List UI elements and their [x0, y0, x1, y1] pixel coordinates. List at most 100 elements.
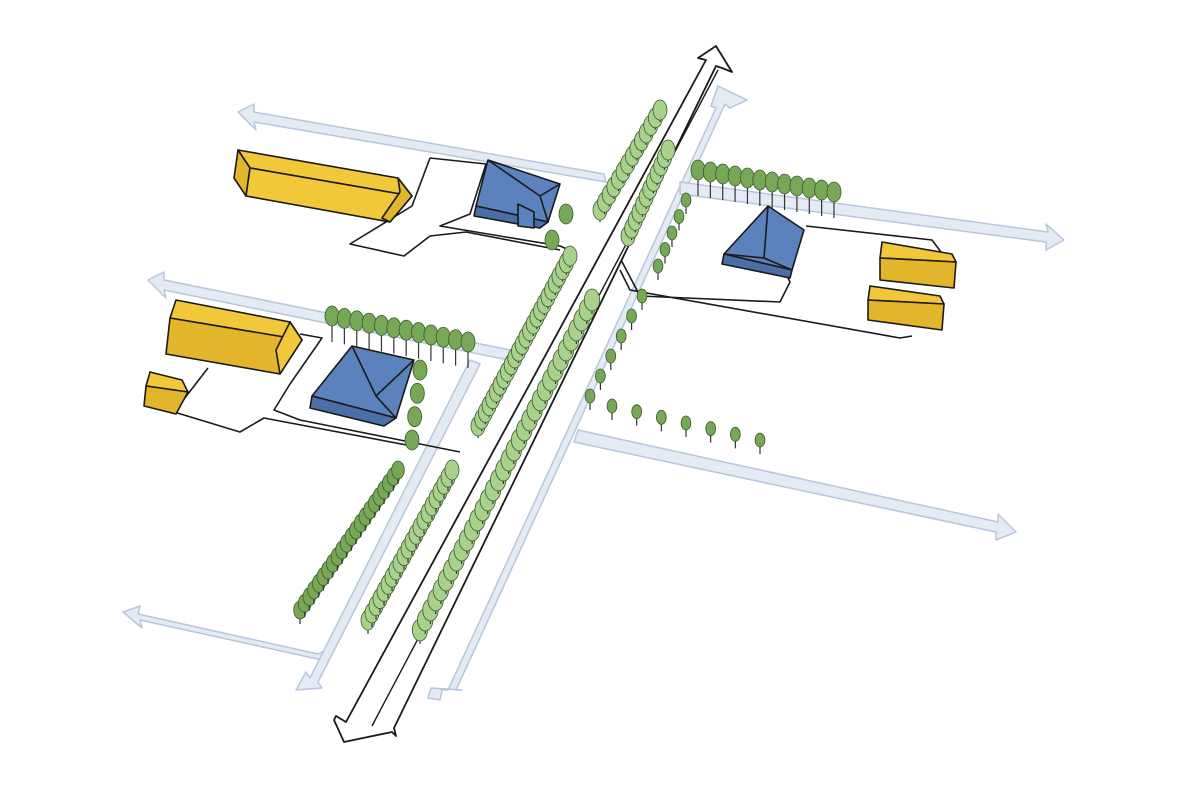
tree-cluster-west-house-1-canopy	[409, 382, 425, 404]
hedge-east-6-canopy	[764, 171, 780, 193]
hedge-east-2	[715, 163, 731, 200]
tree-cluster-west-house-2	[407, 406, 423, 428]
site-outlines	[173, 157, 945, 453]
tree-row-north-east-11-canopy	[660, 139, 676, 161]
tree-row-east-branch-4-canopy	[705, 421, 716, 437]
hedge-east-1	[702, 161, 718, 198]
tree-cluster-northwest-house-0-canopy	[558, 203, 574, 225]
axis-arrow-east-lower	[573, 429, 1017, 541]
house-east	[721, 205, 805, 279]
hedge-east-10-canopy	[814, 179, 830, 201]
barn-east-lower-front	[867, 299, 945, 331]
tree-row-east-upper-4-canopy	[680, 192, 692, 208]
houses	[309, 159, 805, 427]
hedge-east-5	[752, 169, 768, 206]
tree-row-east-branch-0	[606, 398, 618, 420]
house-west	[309, 345, 415, 427]
tree-row-east-road-0-canopy	[584, 388, 596, 404]
tree-row-east-road-3	[615, 328, 627, 350]
tree-row-east-road-4-canopy	[626, 308, 637, 324]
house-east-wall	[721, 253, 793, 279]
house-northwest	[473, 159, 561, 229]
tree-row-east-upper-1	[659, 242, 671, 264]
hedge-east-0-canopy	[690, 159, 706, 181]
axis-arrow-east-upper	[679, 181, 1065, 251]
hedge-east-2-canopy	[715, 163, 731, 185]
tree-row-east-upper-2	[666, 225, 678, 247]
hedge-east-4-canopy	[740, 167, 755, 189]
tree-row-west-21	[444, 459, 460, 484]
house-east-ridge	[723, 205, 793, 271]
hedge-west-0-canopy	[324, 305, 340, 327]
hedge-east-9	[801, 177, 817, 214]
tree-cluster-west-house-3	[404, 429, 420, 451]
tree-row-mid-west-25-canopy	[562, 245, 578, 267]
hedge-east-8	[789, 175, 805, 212]
house-northwest-porch	[517, 203, 535, 229]
hedge-east-3	[727, 165, 743, 202]
hedge-east-3-canopy	[727, 165, 743, 187]
axis-arrow-west-street-down	[295, 359, 481, 691]
tree-row-east-road-0	[584, 388, 596, 410]
tree-row-east-road-1-canopy	[595, 368, 606, 384]
tree-row-east-road-1	[595, 368, 606, 390]
axis-arrow-northwest-upper	[237, 103, 607, 183]
barn-northwest-end	[381, 177, 413, 223]
hedge-east-7-canopy	[777, 173, 792, 195]
parcel-outline-northwest	[349, 157, 575, 257]
hedge-west-11-canopy	[460, 331, 476, 353]
barn-northwest	[233, 149, 413, 223]
barn-west-small-front	[143, 385, 189, 415]
tree-row-east-upper-1-canopy	[659, 242, 671, 257]
tree-row-east-branch-2	[656, 409, 667, 432]
hedge-west-10-canopy	[448, 329, 464, 351]
hedge-east-6	[764, 171, 780, 208]
hedge-west-9-canopy	[435, 326, 451, 348]
hedge-east-7	[777, 173, 792, 210]
tree-cluster-west-house-3-canopy	[404, 429, 420, 451]
hedge-west-6-canopy	[398, 319, 414, 341]
hedge-west-5-canopy	[386, 317, 402, 339]
hedge-west-11	[460, 331, 476, 368]
tree-row-far-west-21-canopy	[391, 460, 405, 480]
tree-row-mid-west-25	[562, 245, 578, 268]
house-west-ridge	[351, 345, 415, 419]
tree-cluster-northwest-house-1	[544, 229, 560, 251]
hedge-east-4	[740, 167, 755, 204]
tree-row-east-branch-0-canopy	[606, 398, 618, 414]
tree-row-east-road-3-canopy	[615, 328, 627, 344]
tree-row-east-upper-0-canopy	[652, 258, 664, 274]
barn-east-upper-front	[879, 257, 957, 289]
barn-west-small	[143, 371, 189, 415]
tree-row-east-upper-3	[673, 209, 685, 231]
tree-row-east-branch-4	[705, 421, 716, 443]
hedge-east-9-canopy	[801, 177, 817, 199]
hedge-west-1	[336, 307, 352, 345]
tree-row-main-west-33-canopy	[583, 288, 601, 312]
tree-row-east-road-4	[626, 308, 637, 330]
tree-row-main-west-33	[583, 288, 601, 314]
tree-row-east-branch-2-canopy	[656, 409, 667, 425]
tree-row-west-21-canopy	[444, 459, 460, 481]
hedge-west-1-canopy	[336, 307, 352, 329]
tree-row-east-branch-5	[730, 426, 741, 449]
hedge-west-0	[324, 305, 340, 342]
tree-cluster-west-house-1	[409, 382, 425, 404]
tree-row-east-branch-6-canopy	[754, 432, 766, 448]
barn-west	[165, 299, 303, 375]
hedge-east-11-canopy	[826, 181, 842, 203]
barn-east-upper	[879, 241, 957, 289]
tree-row-east-road-2	[605, 348, 617, 370]
tree-row-far-west-21	[391, 460, 405, 484]
hedge-west-3-canopy	[361, 312, 377, 334]
tree-row-east-road-5	[636, 288, 648, 310]
tree-row-north-west-13-canopy	[652, 99, 668, 121]
tree-cluster-west-house-2-canopy	[407, 406, 423, 428]
hedge-west-8-canopy	[423, 324, 439, 346]
tree-row-east-road-5-canopy	[636, 288, 648, 304]
house-west-wall	[309, 395, 397, 427]
hedge-west-4-canopy	[374, 315, 389, 336]
tree-row-east-road-2-canopy	[605, 348, 617, 364]
tree-row-north-west-13	[652, 99, 668, 122]
